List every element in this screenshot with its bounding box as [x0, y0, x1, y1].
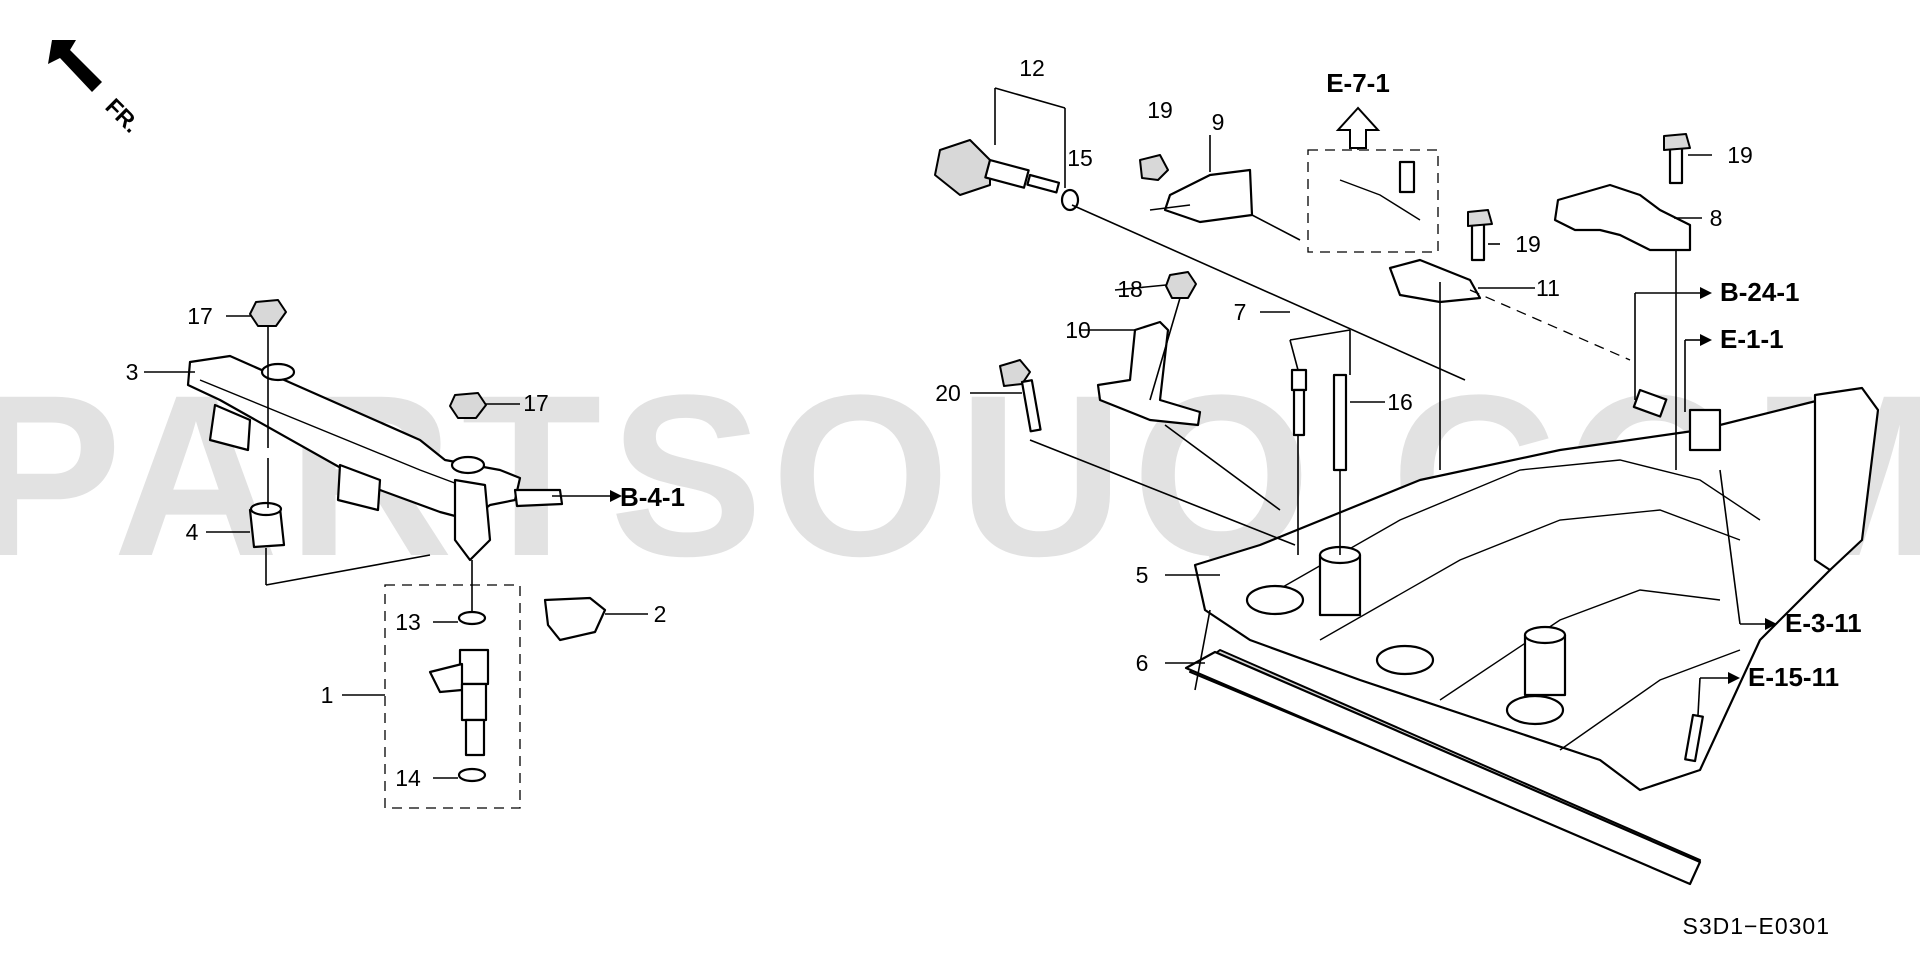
- nut-18: [1165, 271, 1197, 299]
- ref-e-1-1[interactable]: E-1-1: [1720, 324, 1784, 354]
- callout-6: 6: [1136, 650, 1149, 676]
- bracket-10: [1096, 320, 1202, 427]
- callout-5: 5: [1136, 562, 1149, 588]
- callout-18: 18: [1117, 276, 1143, 302]
- rail-bracket-1: [208, 403, 252, 452]
- callout-20: 20: [935, 380, 961, 406]
- bracket-11: [1388, 258, 1482, 304]
- up-arrow: [1335, 106, 1381, 149]
- bolt-e1511: [1684, 713, 1704, 763]
- callout-19-a: 19: [1147, 97, 1173, 123]
- bracket-8: [1553, 183, 1692, 252]
- callout-3: 3: [126, 359, 139, 385]
- callout-8: 8: [1710, 205, 1723, 231]
- injector-group-box: [384, 584, 521, 809]
- callout-15: 15: [1067, 145, 1093, 171]
- intake-port-1: [1245, 584, 1305, 616]
- callout-9: 9: [1212, 109, 1225, 135]
- callout-14: 14: [395, 765, 421, 791]
- nut-17-top: [249, 299, 287, 327]
- callout-17-top: 17: [187, 303, 213, 329]
- callout-12: 12: [1019, 55, 1045, 81]
- intake-manifold-group: [934, 87, 1880, 886]
- bolt-19-a: [1139, 154, 1169, 181]
- callout-4: 4: [186, 519, 199, 545]
- bolt-in-box: [1398, 160, 1416, 194]
- callout-16: 16: [1387, 389, 1413, 415]
- vacuum-fitting: [1688, 408, 1722, 452]
- washer-15: [1060, 188, 1080, 212]
- fuel-rail-group: [144, 299, 648, 809]
- ref-e-15-11[interactable]: E-15-11: [1748, 662, 1839, 692]
- rail-boss-2: [450, 455, 486, 475]
- callout-2: 2: [654, 601, 667, 627]
- rail-bracket-2: [336, 463, 382, 512]
- callout-17-right: 17: [523, 390, 549, 416]
- bolt-19-b: [1470, 220, 1486, 262]
- front-direction-arrow: FR.: [48, 40, 145, 138]
- front-direction-label: FR.: [100, 93, 145, 138]
- callout-10: 10: [1065, 317, 1091, 343]
- fuel-rail[interactable]: [186, 354, 522, 522]
- fuel-injector[interactable]: [428, 610, 490, 783]
- hose-nipple: [1632, 388, 1668, 418]
- rail-bracket-3: [453, 478, 492, 562]
- bolt-19-c: [1668, 143, 1684, 185]
- nut-17-right: [449, 392, 487, 419]
- temperature-sensor-12[interactable]: [934, 139, 1061, 196]
- throttle-body-flange: [1813, 386, 1880, 572]
- intake-port-3: [1505, 694, 1565, 726]
- ref-b-4-1[interactable]: B-4-1: [620, 482, 685, 512]
- callout-11: 11: [1536, 275, 1560, 301]
- callout-7: 7: [1234, 299, 1247, 325]
- reference-box-e71: [1307, 149, 1439, 253]
- callout-19-c: 19: [1727, 142, 1753, 168]
- ref-e-7-1[interactable]: E-7-1: [1326, 68, 1390, 98]
- callout-13: 13: [395, 609, 421, 635]
- intake-port-2: [1375, 644, 1435, 676]
- stud-16: [1332, 373, 1348, 472]
- bolt-20: [999, 359, 1042, 433]
- callout-1: 1: [321, 682, 334, 708]
- ref-b-24-1[interactable]: B-24-1: [1720, 277, 1799, 307]
- rail-boss-1: [260, 362, 296, 382]
- fuel-inlet-fitting: [513, 488, 564, 508]
- diagram-code: S3D1−E0301: [1683, 913, 1830, 939]
- callout-19-b: 19: [1515, 231, 1541, 257]
- bolt-7: [1290, 368, 1308, 437]
- injector-clip: [543, 596, 607, 642]
- ref-e-3-11[interactable]: E-3-11: [1785, 608, 1862, 638]
- bracket-9: [1163, 168, 1254, 224]
